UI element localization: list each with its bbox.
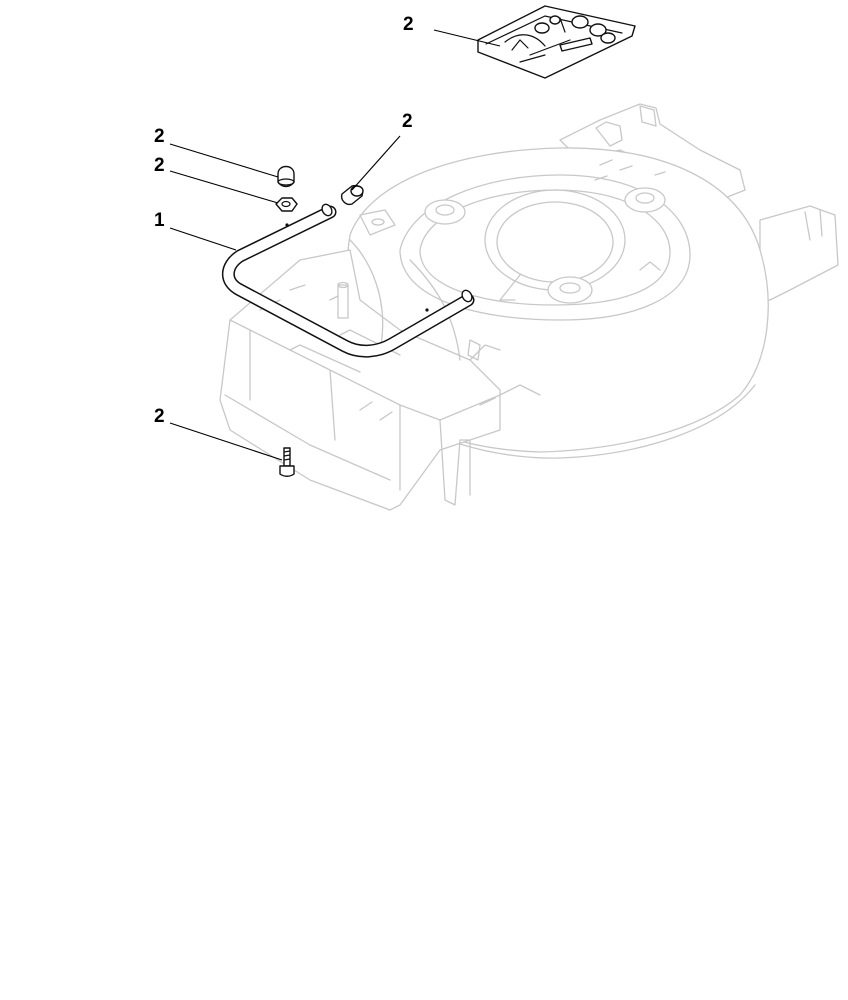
leader-handle-tube: [169, 227, 237, 251]
mower-deck-outline: [219, 103, 839, 511]
callout-handle-tube: 1: [154, 210, 165, 231]
leader-lines: [169, 29, 501, 461]
leader-hardware-kit: [433, 29, 501, 47]
callout-labels: 2 2 2 2 1 2: [154, 14, 414, 427]
callout-bolt: 2: [154, 406, 165, 427]
sleeve-part: [340, 184, 364, 206]
callout-cap-nut: 2: [154, 126, 165, 147]
cap-nut-part: [277, 165, 295, 188]
callout-nut: 2: [154, 155, 165, 176]
leader-nut: [169, 170, 279, 204]
hardware-kit-bag: [477, 5, 636, 79]
leader-sleeve: [351, 135, 401, 191]
leader-bolt: [169, 422, 283, 461]
leader-cap-nut: [169, 143, 279, 178]
handle-tube-part: [221, 203, 475, 358]
callout-sleeve: 2: [402, 111, 413, 132]
bolt-part: [279, 447, 295, 477]
callout-hardware-kit: 2: [403, 14, 414, 35]
nut-part: [275, 197, 298, 212]
